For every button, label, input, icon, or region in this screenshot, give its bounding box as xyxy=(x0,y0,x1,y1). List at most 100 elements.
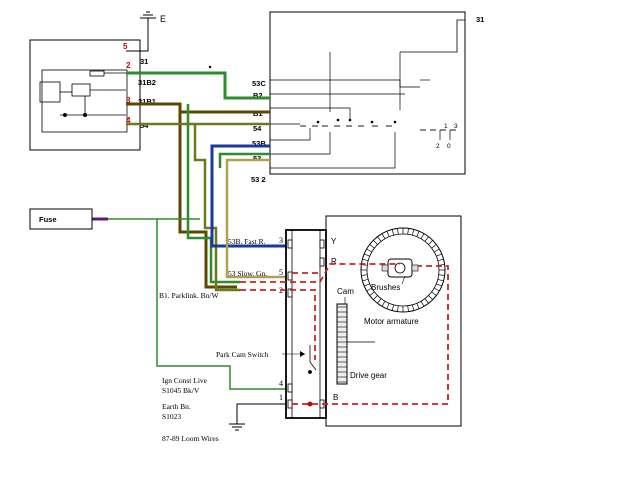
cam-label: Cam xyxy=(337,287,354,296)
relay-housing xyxy=(29,39,141,151)
wire-dark-olive-b1 xyxy=(126,102,270,114)
gear-tooth xyxy=(377,236,382,242)
relay-contact-box xyxy=(39,81,61,103)
earth-label: Earth Bn. xyxy=(162,402,191,411)
relay-pin-3: 3 xyxy=(126,96,131,105)
brushes-label: Brushes xyxy=(371,283,400,292)
loom-wires-label: 87-89 Loom Wires xyxy=(162,434,219,443)
gear-tooth xyxy=(364,283,370,287)
connector-pin-4: 4 xyxy=(279,379,283,388)
drive-gear-teeth xyxy=(337,306,347,383)
earth-ground-icon xyxy=(229,403,286,431)
relay-pin-5: 5 xyxy=(123,42,128,51)
label-53b-fast: 53B. Fast R. xyxy=(228,237,266,246)
fuse-box xyxy=(29,208,93,230)
gear-tooth xyxy=(369,244,375,249)
switch-terminal-b2: B2 xyxy=(253,91,263,100)
relay-terminal-54: 54 xyxy=(140,121,149,130)
gear-tooth xyxy=(424,298,429,304)
relay-terminal-31: 31 xyxy=(140,57,148,66)
gear-tooth xyxy=(391,229,395,236)
drive-gear-label: Drive gear xyxy=(350,371,387,380)
switch-terminal-53-2: 53 2 xyxy=(251,175,266,184)
ground-label: E xyxy=(160,14,166,24)
connector-pin-5: 5 xyxy=(279,268,283,277)
gear-tooth xyxy=(362,278,369,282)
relay-terminal-31b2: 31B2 xyxy=(138,78,156,87)
wire-green-53 xyxy=(218,152,270,168)
gear-tooth xyxy=(434,248,440,253)
gear-tooth xyxy=(397,228,399,235)
fuse: Fuse xyxy=(29,208,93,230)
gear-tooth xyxy=(431,244,437,249)
wire-blue-53b xyxy=(210,144,286,248)
gear-tooth xyxy=(416,303,420,309)
gear-tooth xyxy=(369,291,375,296)
motor-connector: 3 5 2 4 1 Y R B 53B. Fast R. 53 Slow. Gn… xyxy=(159,229,338,419)
wire-olive-54-down xyxy=(193,124,240,292)
motor-armature-label: Motor armature xyxy=(364,317,419,326)
gear-tooth xyxy=(373,240,378,245)
relay-resistor xyxy=(89,70,105,77)
ground-wire xyxy=(126,18,149,52)
drive-gear-rack xyxy=(336,303,348,385)
switch-unit: 31 53C B2 B1 54 53B 53 53 2 xyxy=(251,11,484,184)
gear-tooth xyxy=(420,233,425,239)
gear-tooth xyxy=(416,231,420,237)
gear-tooth xyxy=(377,298,382,304)
ground-icon xyxy=(140,11,156,19)
switch-contacts xyxy=(300,125,456,131)
wire-green-31-b2 xyxy=(126,71,270,100)
motor-case xyxy=(325,215,462,427)
gear-tooth xyxy=(411,229,415,236)
switch-31-wire xyxy=(400,19,465,53)
label-b1-parklink: B1. Parklink. Bn/W xyxy=(159,291,220,300)
relay-terminal-31b1: 31B1 xyxy=(138,97,156,106)
gear-tooth xyxy=(407,305,409,312)
switch-position-1: 1 xyxy=(444,123,448,130)
gear-tooth xyxy=(437,278,444,282)
gear-tooth xyxy=(373,295,378,300)
park-cam-switch-contact xyxy=(308,345,317,374)
ign-s1045-label: S1045 Bk/V xyxy=(162,386,200,395)
gear-tooth xyxy=(407,228,409,235)
wire-khaki-53 xyxy=(225,158,286,279)
park-cam-junction xyxy=(307,401,313,407)
gear-tooth xyxy=(361,274,368,276)
relay-unit: E 5 2 3 4 31 31B2 31B1 54 xyxy=(29,11,212,151)
relay-inner-box xyxy=(41,69,128,133)
gear-tooth xyxy=(381,301,386,307)
earth-s1023-label: S1023 xyxy=(162,412,181,421)
gear-tooth xyxy=(386,303,390,309)
park-cam-switch-label: Park Cam Switch xyxy=(216,350,269,359)
switch-terminal-31-top: 31 xyxy=(476,15,484,24)
switch-position-2: 2 xyxy=(436,143,440,150)
switch-terminal-53: 53 xyxy=(253,154,261,163)
gear-tooth xyxy=(428,240,433,245)
gear-tooth xyxy=(436,253,442,257)
gear-tooth xyxy=(420,301,425,307)
connector-pin-1: 1 xyxy=(279,393,283,402)
red-dashed-wiring xyxy=(240,263,449,405)
gear-tooth xyxy=(437,258,444,262)
switch-terminal-53b: 53B xyxy=(252,139,266,148)
connector-pin-3: 3 xyxy=(279,236,283,245)
switch-position-0: 0 xyxy=(447,143,451,150)
gear-tooth xyxy=(364,253,370,257)
gear-tooth xyxy=(428,295,433,300)
label-53-slow: 53 Slow. Gn. xyxy=(228,269,267,278)
relay-pin-4: 4 xyxy=(126,116,131,125)
switch-terminal-54: 54 xyxy=(253,124,262,133)
fuse-label: Fuse xyxy=(39,215,57,224)
gear-tooth xyxy=(366,248,372,253)
harness-wires xyxy=(92,71,286,390)
relay-pin-2: 2 xyxy=(126,61,131,70)
gear-tooth xyxy=(397,305,399,312)
terminal-r: R xyxy=(331,257,337,266)
motor-housing: Brushes Cam Motor armature Drive gear xyxy=(325,215,462,427)
gear-tooth xyxy=(434,287,440,292)
brushes-icon xyxy=(381,258,419,278)
gear-tooth xyxy=(436,283,442,287)
gear-tooth xyxy=(438,274,445,276)
